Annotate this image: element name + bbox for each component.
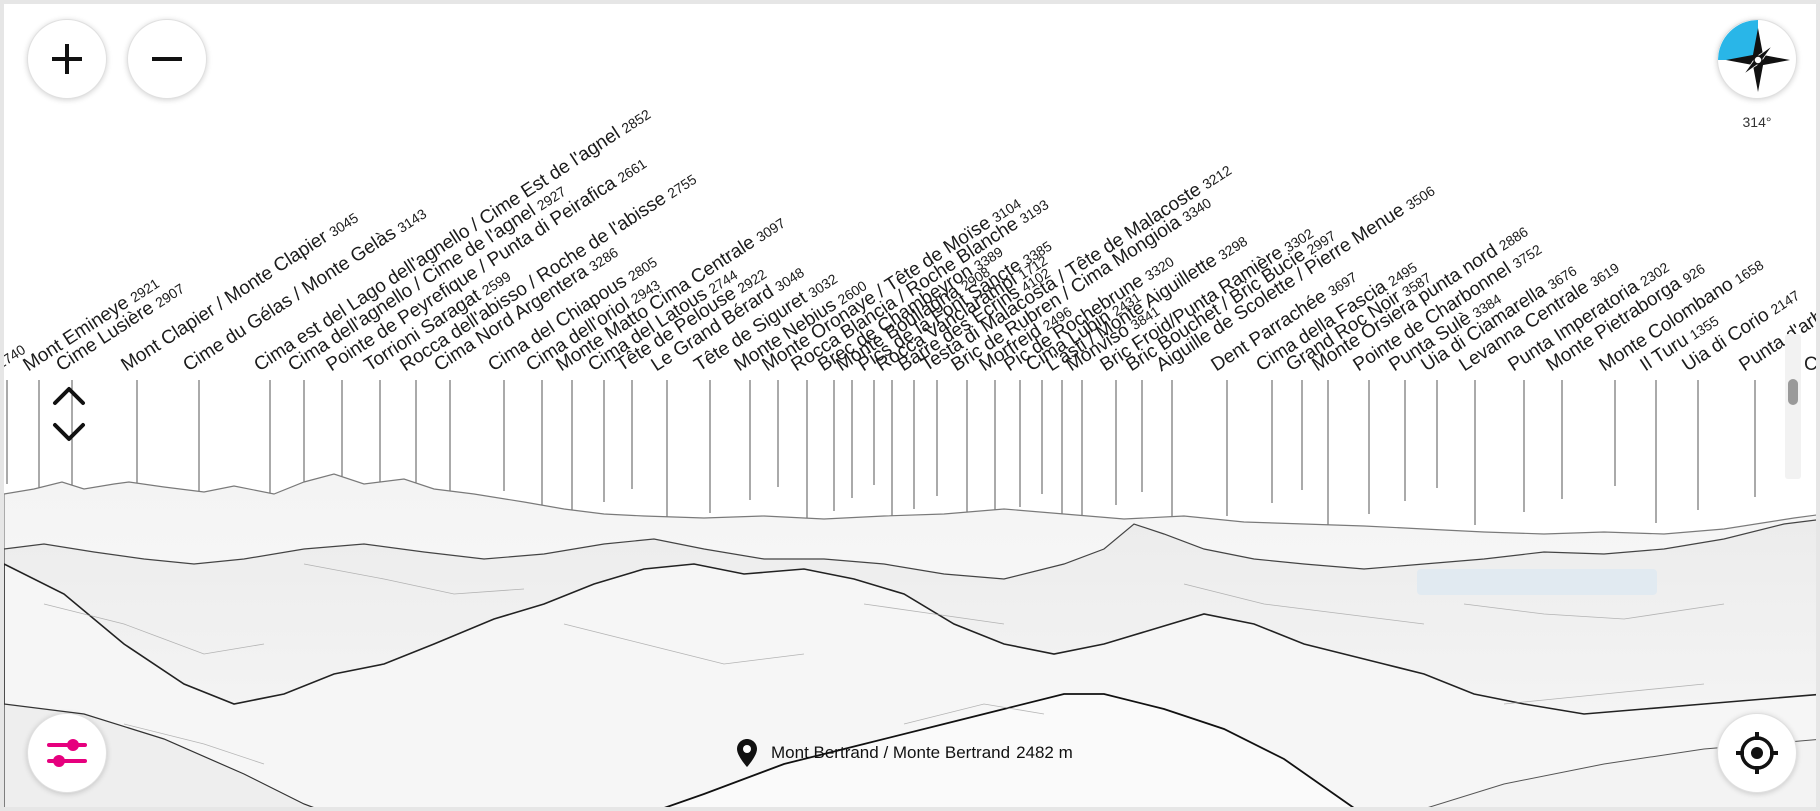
heading-readout: 314°: [1742, 114, 1772, 130]
vertical-scrollbar[interactable]: [1785, 334, 1801, 479]
compass-button[interactable]: [1717, 19, 1797, 99]
plus-icon: [52, 44, 82, 74]
location-name: Mont Bertrand / Monte Bertrand: [771, 743, 1011, 762]
panorama-terrain[interactable]: [4, 4, 1820, 811]
map-pin-icon: [737, 739, 757, 767]
location-display: Mont Bertrand / Monte Bertrand 2482 m: [737, 737, 1073, 769]
peak-label-cut-off: C: [1804, 354, 1818, 375]
peak-marker-lines: [6, 380, 1756, 533]
chevron-up-down-icon: [53, 387, 85, 441]
sliders-icon: [47, 739, 87, 767]
faint-overlay-chip: [1417, 569, 1657, 595]
location-elevation: 2482 m: [1016, 743, 1073, 762]
settings-button[interactable]: [27, 713, 107, 793]
recenter-button[interactable]: [1717, 713, 1797, 793]
vertical-pan-control[interactable]: [44, 369, 94, 459]
crosshair-icon: [1736, 732, 1778, 774]
zoom-in-button[interactable]: [27, 19, 107, 99]
compass-rose-icon: [1718, 20, 1790, 92]
minus-icon: [152, 57, 182, 61]
zoom-out-button[interactable]: [127, 19, 207, 99]
scrollbar-thumb[interactable]: [1788, 379, 1798, 405]
